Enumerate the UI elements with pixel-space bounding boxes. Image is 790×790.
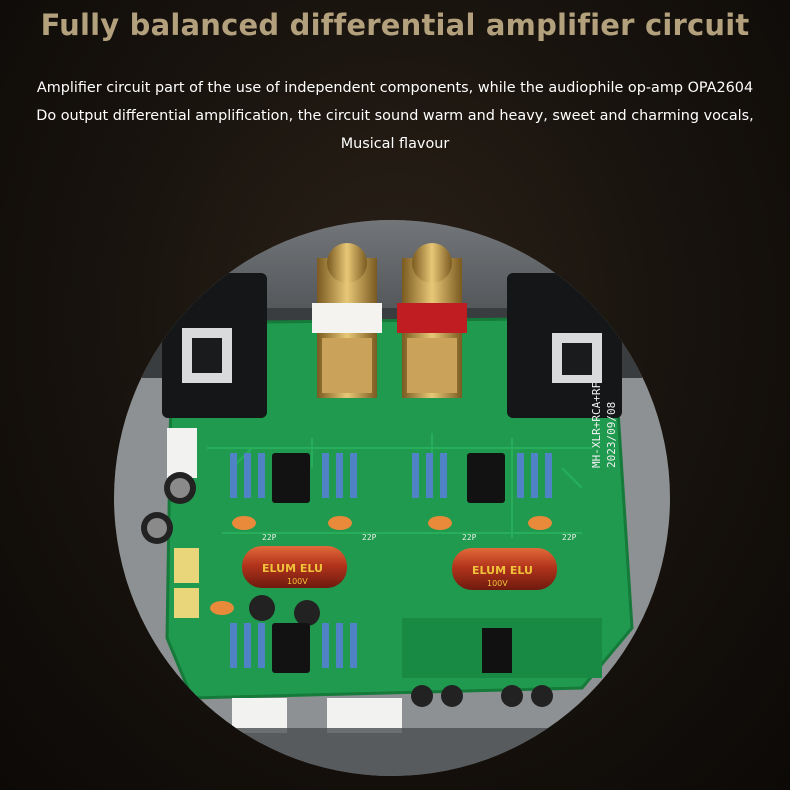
pcb-photo: MH-XLR+RCA+RF 2023/09/08: [114, 220, 670, 776]
rca-jack-white: [312, 243, 382, 398]
film-capacitor: [174, 588, 199, 618]
silkscreen-model: MH-XLR+RCA+RF: [590, 382, 603, 468]
rca-jack-red: [397, 243, 467, 398]
lower-right-components: [402, 618, 602, 707]
header-connector: [232, 698, 287, 733]
description-line-1: Amplifier circuit part of the use of ind…: [36, 80, 754, 96]
cap-label: 22P: [262, 533, 277, 542]
xlr-connector-left: [162, 273, 267, 418]
description-line-3: Musical flavour: [340, 136, 450, 152]
electrolytic-capacitors: [141, 472, 320, 626]
description-line-2: Do output differential amplification, th…: [36, 108, 754, 124]
svg-text:ELUM ELU: ELUM ELU: [262, 562, 323, 575]
elna-capacitor-right: ELUM ELU 100V: [452, 548, 557, 590]
op-amp-ic: [272, 453, 505, 673]
film-capacitor: [174, 548, 199, 583]
elna-capacitor-left: ELUM ELU 100V: [242, 546, 347, 588]
xlr-connector-right: [507, 273, 622, 418]
svg-text:100V: 100V: [287, 577, 308, 586]
svg-text:ELUM ELU: ELUM ELU: [472, 564, 533, 577]
resistor-row: [230, 453, 552, 668]
cap-label: 22P: [362, 533, 377, 542]
svg-text:100V: 100V: [487, 579, 508, 588]
header-connector: [327, 698, 402, 733]
cap-label: 22P: [462, 533, 477, 542]
cap-label: 22P: [562, 533, 577, 542]
ceramic-capacitors: [210, 516, 552, 615]
header-connector: [167, 428, 197, 478]
page-title: Fully balanced differential amplifier ci…: [40, 8, 750, 42]
silkscreen-date: 2023/09/08: [605, 402, 618, 468]
